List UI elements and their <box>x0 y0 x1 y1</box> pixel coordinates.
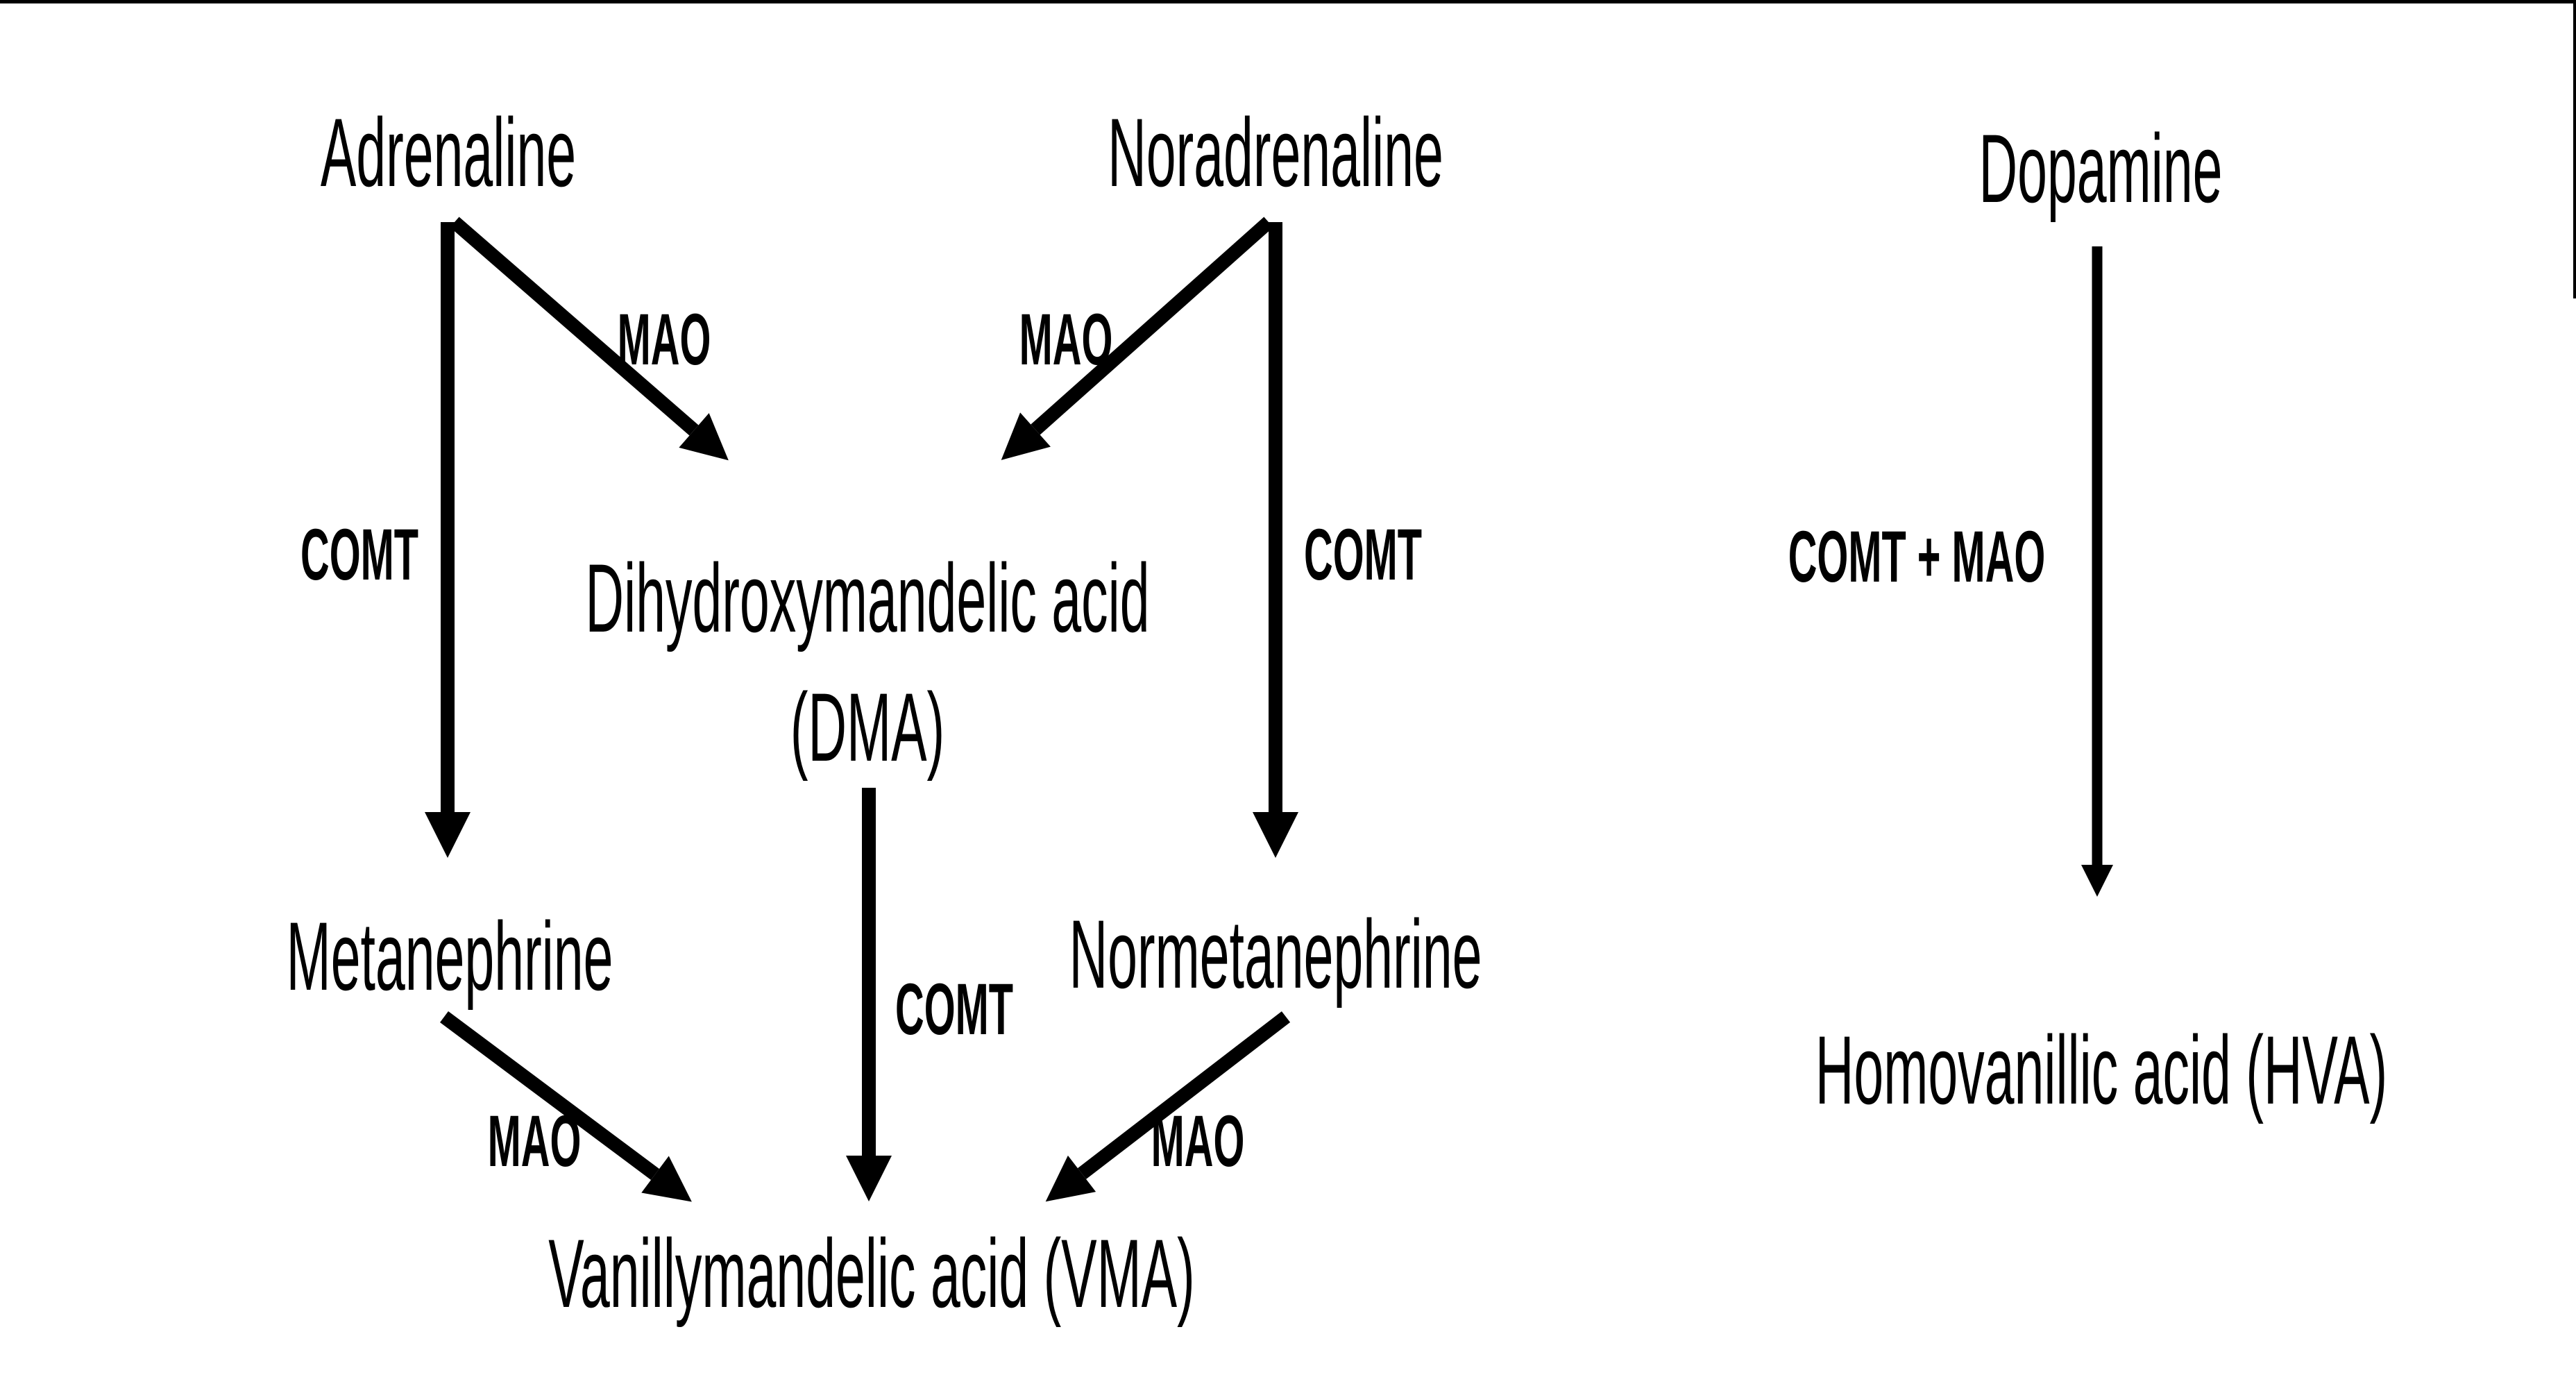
enzyme-label-mao-adrenaline: MAO <box>617 299 711 380</box>
node-dopamine: Dopamine <box>1978 114 2223 223</box>
enzyme-label-comt-noradrenaline: COMT <box>1303 514 1423 596</box>
node-adrenaline: Adrenaline <box>320 98 577 207</box>
top-edge-line <box>0 0 2576 3</box>
arrow-metanephrine-to-vma <box>440 1011 692 1202</box>
enzyme-label-comt-mao-dopamine: COMT + MAO <box>1788 516 2046 598</box>
arrow-normetanephrine-to-vma <box>1045 1011 1291 1202</box>
enzyme-label-comt-dma: COMT <box>895 969 1014 1050</box>
node-homovanillic-acid: Homovanillic acid (HVA) <box>1815 1015 2388 1124</box>
node-dma-line1: Dihydroxymandelic acid <box>585 543 1150 652</box>
node-normetanephrine: Normetanephrine <box>1069 900 1482 1008</box>
arrow-adrenaline-to-dma <box>450 217 729 461</box>
enzyme-label-mao-normetanephrine: MAO <box>1151 1101 1245 1182</box>
node-vanillylmandelic-acid: Vanillymandelic acid (VMA) <box>548 1219 1195 1328</box>
node-noradrenaline: Noradrenaline <box>1108 98 1443 207</box>
enzyme-label-comt-adrenaline: COMT <box>300 514 419 596</box>
arrow-noradrenaline-to-dma <box>1001 217 1273 460</box>
node-dma-line2: (DMA) <box>790 673 945 782</box>
enzyme-label-mao-metanephrine: MAO <box>487 1101 582 1182</box>
enzyme-label-mao-noradrenaline: MAO <box>1019 299 1113 380</box>
node-metanephrine: Metanephrine <box>286 902 613 1011</box>
right-edge-line <box>2573 0 2576 298</box>
